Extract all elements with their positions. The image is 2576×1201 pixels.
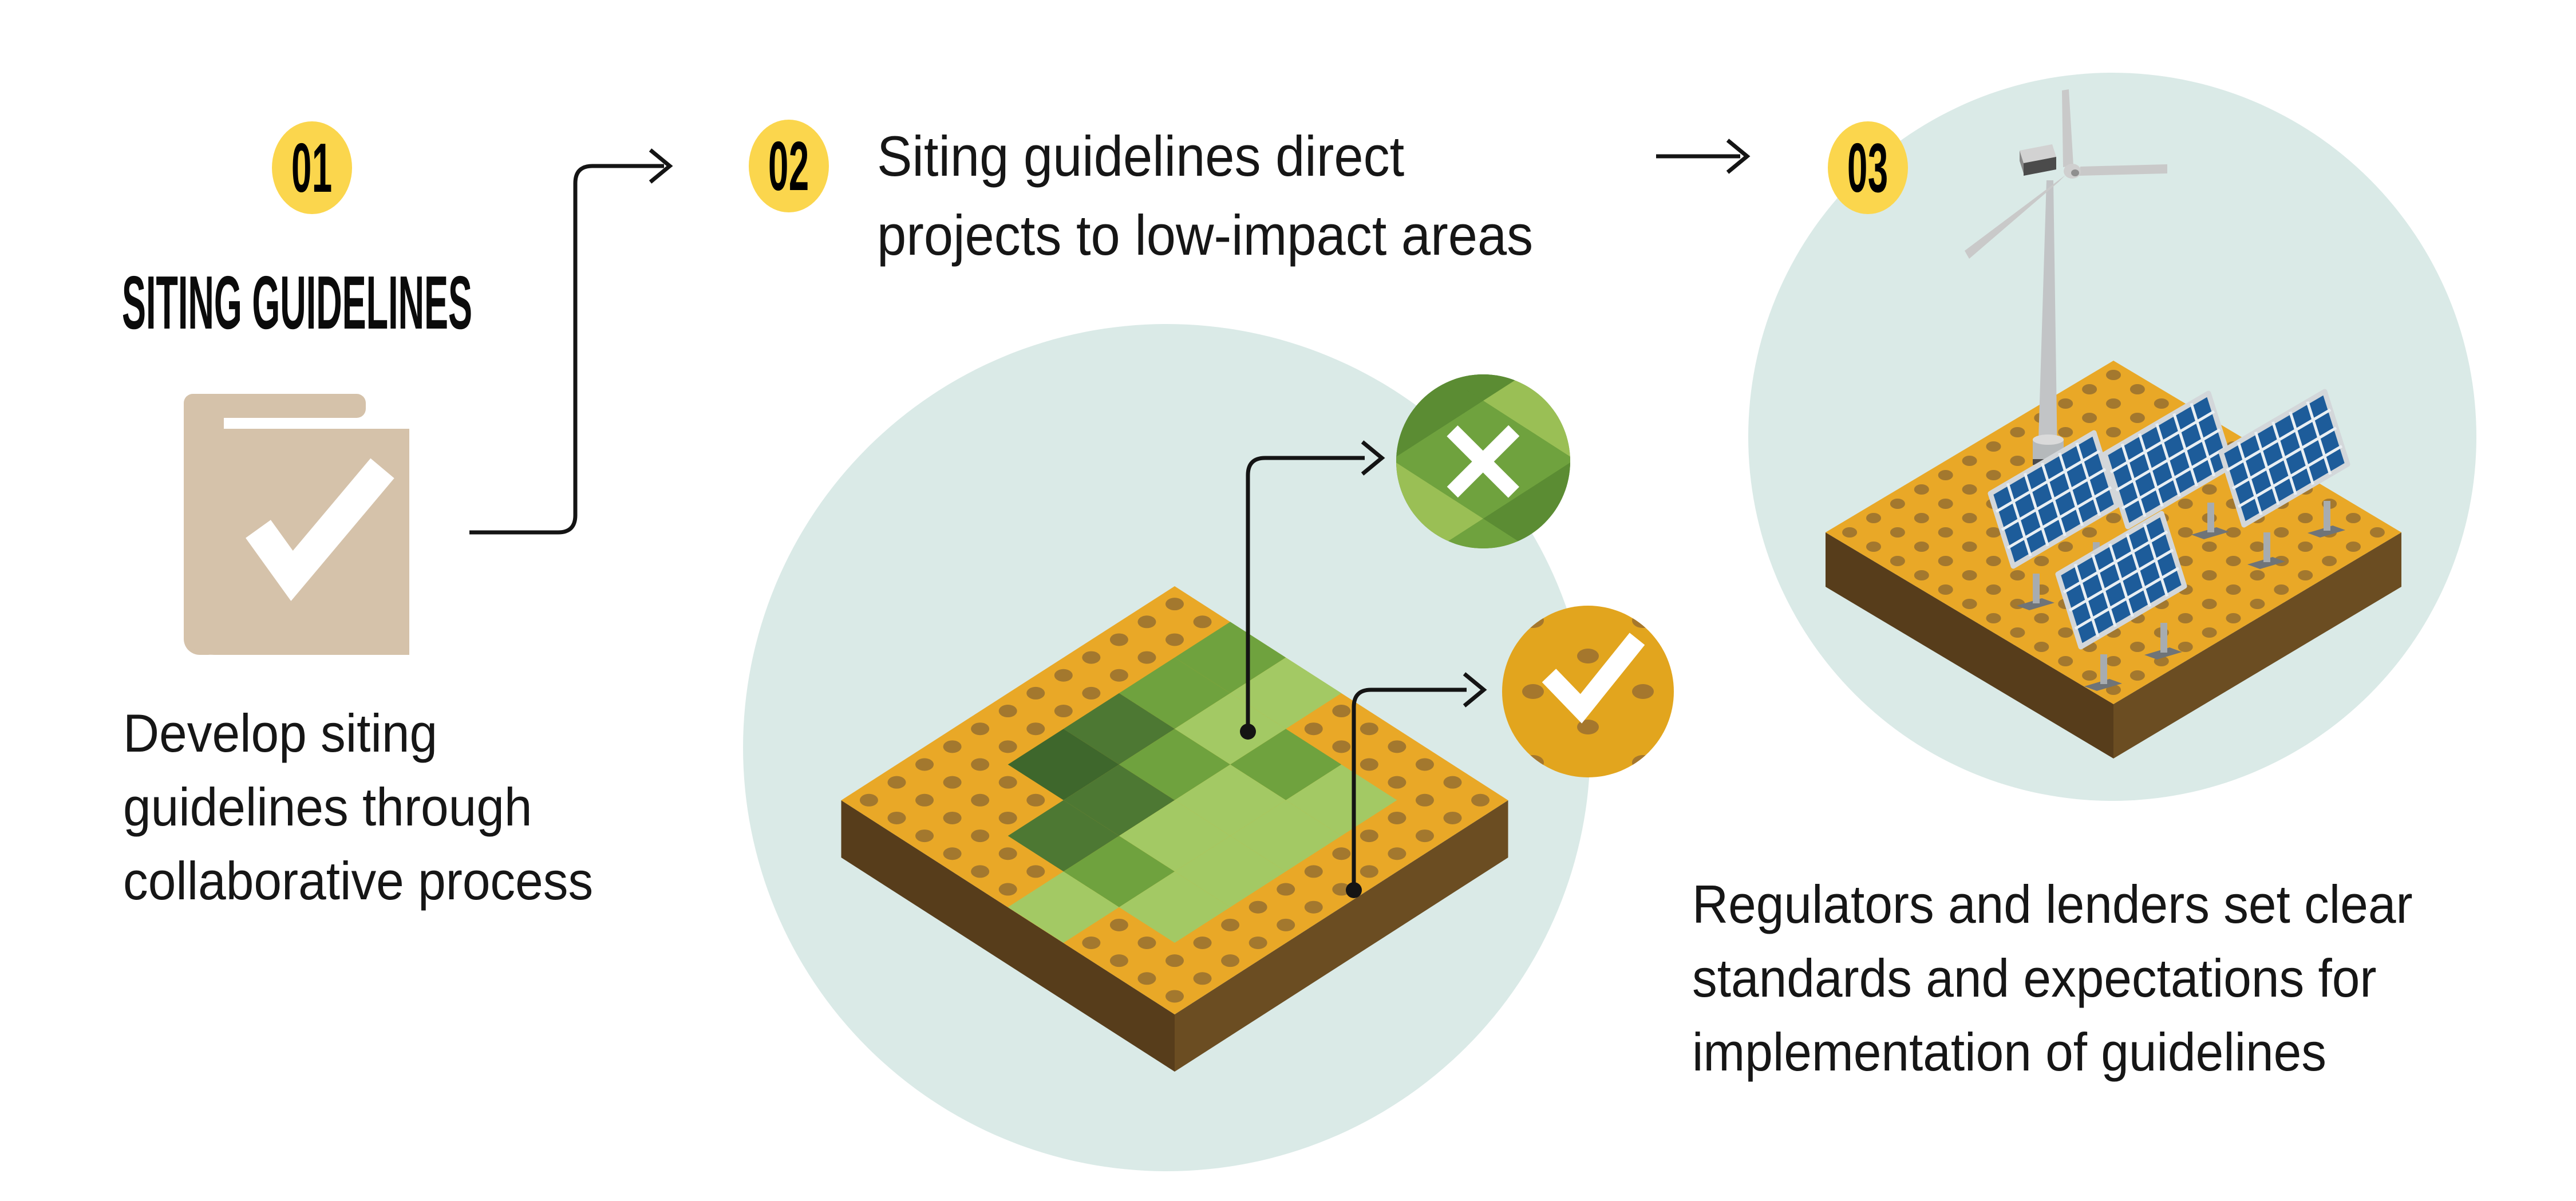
green-fields xyxy=(1008,622,1397,943)
check-mark-icon xyxy=(246,458,394,601)
step-3-number: 03 xyxy=(1847,129,1888,207)
step-1-number: 01 xyxy=(291,129,333,207)
step-2-badge: 02 xyxy=(749,120,829,212)
parcel-side-right xyxy=(1175,800,1508,1072)
step-1-title: SITING GUIDELINES xyxy=(122,260,472,345)
step-3-badge: 03 xyxy=(1828,121,1908,214)
x-mark-icon xyxy=(1447,425,1520,498)
parcel-side-left xyxy=(1826,532,2113,758)
step-1-illustration xyxy=(184,148,673,655)
description-line: Regulators and lenders set clear xyxy=(1692,874,2413,934)
connector-step2-to-step3 xyxy=(1656,139,1751,174)
connector-to-x xyxy=(1240,440,1385,740)
step-1-badge: 01 xyxy=(272,121,352,214)
turbine-nacelle xyxy=(2020,144,2056,163)
connector-step1-to-step2 xyxy=(469,148,673,535)
step-2-heading: Siting guidelines direct projects to low… xyxy=(877,117,1533,275)
description-line: Develop siting xyxy=(123,703,438,763)
heading-line: Siting guidelines direct xyxy=(877,124,1405,188)
heading-line: projects to low-impact areas xyxy=(877,203,1534,267)
land-parcel-icon xyxy=(841,586,1508,1072)
turbine-tower xyxy=(2038,180,2057,458)
step-2-number: 02 xyxy=(768,127,809,205)
description-line: collaborative process xyxy=(123,851,594,911)
wind-turbine-icon xyxy=(1965,89,2167,465)
check-mark-badge xyxy=(1502,606,1674,777)
book-check-icon xyxy=(184,394,409,655)
turbine-blade xyxy=(2079,164,2167,176)
description-line: guidelines through xyxy=(123,777,532,837)
soil-dots xyxy=(859,598,1490,1003)
description-line: implementation of guidelines xyxy=(1692,1022,2326,1082)
turbine-blade xyxy=(1965,175,2065,259)
step-3-description: Regulators and lenders set clear standar… xyxy=(1692,867,2413,1089)
step-2-illustration xyxy=(743,324,1674,1171)
check-mark-icon xyxy=(1542,633,1645,724)
step-3-illustration xyxy=(1748,73,2476,801)
arrow-right-icon xyxy=(1463,672,1487,708)
arrow-right-icon xyxy=(1726,139,1751,174)
parcel-side-left xyxy=(841,800,1175,1072)
description-line: standards and expectations for xyxy=(1692,948,2377,1008)
arrow-right-icon xyxy=(1361,440,1385,476)
arrow-right-icon xyxy=(649,148,673,184)
step-1-title-wrap: SITING GUIDELINES xyxy=(122,260,472,345)
parcel-side-right xyxy=(2113,532,2401,758)
step-1-description: Develop siting guidelines through collab… xyxy=(123,696,593,918)
connector-to-check xyxy=(1346,672,1487,898)
turbine-blade xyxy=(2062,89,2073,167)
